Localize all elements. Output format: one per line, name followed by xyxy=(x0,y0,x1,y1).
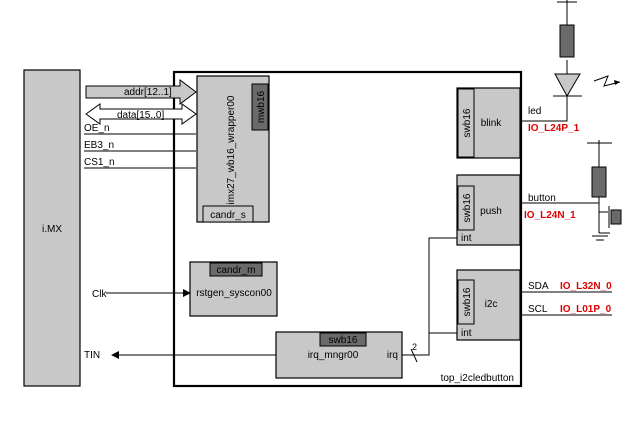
irq-tag: swb16 xyxy=(329,335,358,346)
data-bus-arrow xyxy=(85,103,197,125)
wrapper-sub: candr_s xyxy=(210,210,246,221)
i2c-tag: swb16 xyxy=(462,287,473,316)
top-label: top_i2cledbutton xyxy=(441,373,514,384)
led-pin: IO_L24P_1 xyxy=(528,123,580,134)
cs1-label: CS1_n xyxy=(84,157,115,168)
rstgen-tag: candr_m xyxy=(217,265,256,276)
led-label: led xyxy=(528,106,541,117)
rstgen-name: rstgen_syscon00 xyxy=(196,288,272,299)
eb3-label: EB3_n xyxy=(84,140,114,151)
wrapper-name: imx27_wb16_wrapper00 xyxy=(226,95,237,204)
wrapper-tag-box xyxy=(251,83,269,131)
irq-tag-box xyxy=(319,332,367,347)
scl-pin: IO_L01P_0 xyxy=(560,304,612,315)
led-wire xyxy=(520,96,568,122)
light-emission-icon xyxy=(593,75,621,87)
addr-bus-label: addr[12..1] xyxy=(124,87,172,98)
sda-pin: IO_L32N_0 xyxy=(560,281,612,292)
clk-label: Clk xyxy=(92,289,107,300)
led-diode-icon xyxy=(554,73,581,98)
button-label: button xyxy=(528,193,556,204)
button-resistor-icon xyxy=(591,166,607,198)
data-bus-label: data[15..0] xyxy=(117,110,164,121)
wrapper-tag: mwb16 xyxy=(256,90,267,123)
button-pin: IO_L24N_1 xyxy=(524,210,576,221)
imx-block xyxy=(23,69,81,387)
sda-label: SDA xyxy=(528,281,549,292)
push-tag-box xyxy=(457,185,475,231)
button-switch-wire xyxy=(598,197,608,213)
irq-bus-push xyxy=(402,237,457,356)
blink-tag: swb16 xyxy=(462,108,473,137)
addr-bus-arrow xyxy=(85,79,197,105)
wrapper-sub-box xyxy=(202,205,254,223)
i2c-name: i2c xyxy=(485,299,498,310)
push-switch-icon xyxy=(610,209,622,225)
rstgen-tag-box xyxy=(209,262,263,277)
light-emission-arrowhead xyxy=(614,80,620,85)
push-tag: swb16 xyxy=(462,193,473,222)
i2c-tag-box xyxy=(457,279,475,325)
irq-port: irq xyxy=(387,350,398,361)
push-name: push xyxy=(480,206,502,217)
i2c-int: int xyxy=(461,328,472,339)
irq-bus-slash xyxy=(410,348,418,363)
imx-label: i.MX xyxy=(42,224,62,235)
tin-label: TIN xyxy=(84,350,100,361)
irq-width: 2 xyxy=(412,342,417,352)
led-resistor-icon xyxy=(559,24,575,58)
blink-name: blink xyxy=(481,118,503,129)
irq-name: irq_mngr00 xyxy=(308,350,359,361)
scl-label: SCL xyxy=(528,304,548,315)
blink-tag-box xyxy=(457,88,475,158)
oe-label: OE_n xyxy=(84,123,110,134)
push-int: int xyxy=(461,233,472,244)
